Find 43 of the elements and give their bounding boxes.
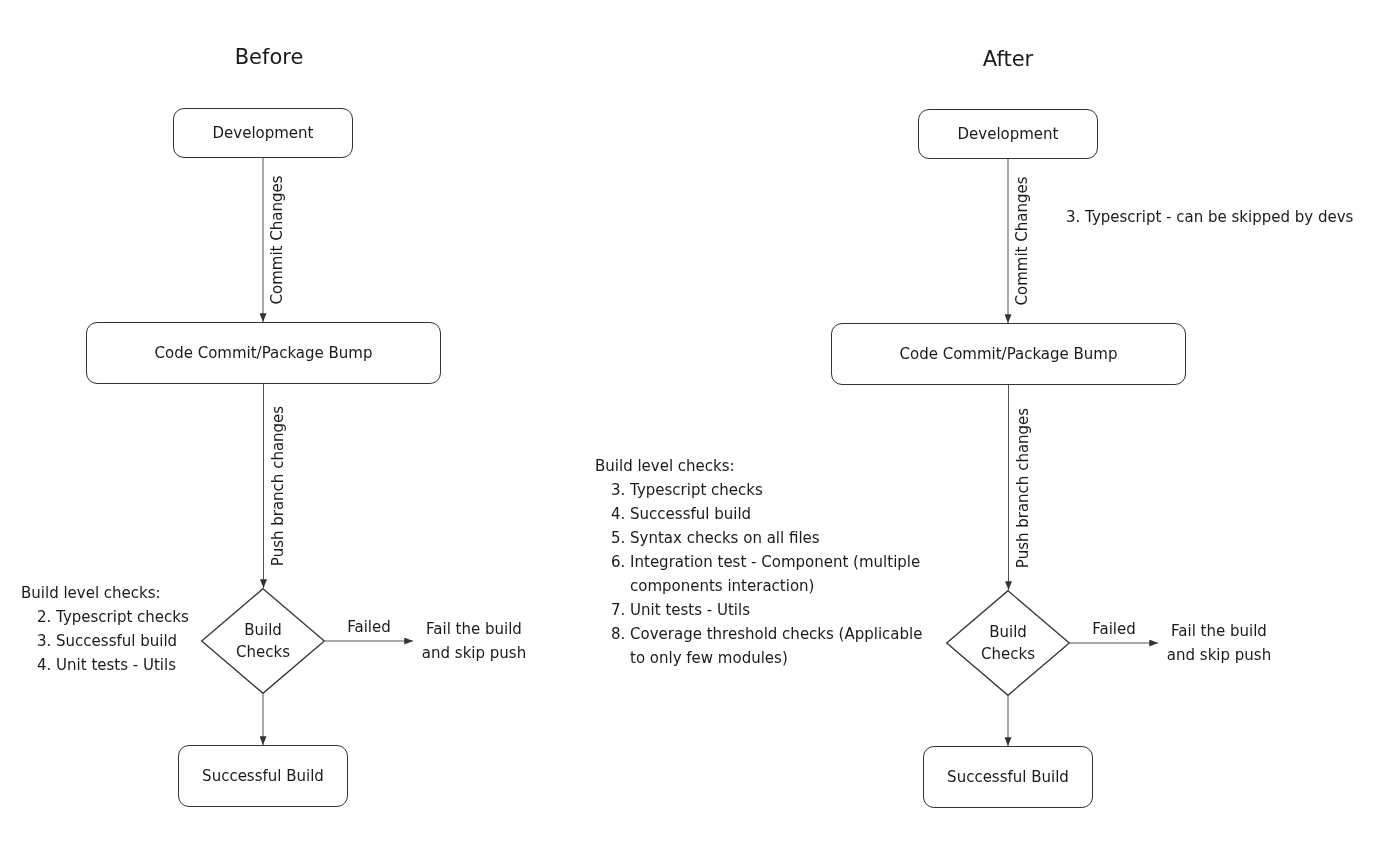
arrow	[324, 637, 414, 645]
edge-label: Commit Changes	[1013, 174, 1031, 308]
node-label: Code Commit/Package Bump	[899, 344, 1118, 365]
process-box	[86, 322, 441, 384]
list-item: 7. Unit tests - Utils	[611, 600, 750, 621]
node-label: Successful Build	[947, 767, 1069, 788]
list-item: 6. Integration test - Component (multiple components interaction)	[611, 552, 922, 597]
process-box	[173, 108, 353, 158]
list-heading: Build level checks:	[595, 456, 735, 477]
arrow	[1005, 384, 1012, 591]
list-item: 3. Typescript checks	[611, 480, 763, 501]
process-box	[178, 745, 348, 807]
list-item: 8. Coverage threshold checks (Applicable to only few modules)	[611, 624, 924, 669]
arrow	[1004, 158, 1012, 324]
process-box	[918, 109, 1098, 159]
node-label: Development	[212, 123, 314, 144]
arrow	[1004, 695, 1012, 747]
node-label: Code Commit/Package Bump	[154, 343, 373, 364]
edge-label: Push branch changes	[1013, 405, 1032, 570]
outcome-text: Fail the build and skip push	[413, 617, 535, 665]
arrow	[260, 383, 267, 589]
panel-title: After	[982, 46, 1034, 72]
arrow	[259, 693, 267, 746]
arrow	[259, 157, 267, 323]
list-item: 4. Successful build	[611, 504, 752, 525]
node-label: Successful Build	[202, 766, 324, 787]
list-item: 3. Typescript - can be skipped by devs	[1066, 207, 1354, 228]
panel-title: Before	[234, 44, 304, 70]
process-box	[831, 323, 1186, 385]
node-label: Build Checks	[980, 622, 1036, 665]
list-item: 3. Successful build	[37, 631, 178, 652]
arrow	[1069, 639, 1159, 647]
edge-label: Commit Changes	[268, 173, 286, 307]
decision-diamond	[201, 588, 325, 694]
list-item: 5. Syntax checks on all files	[611, 528, 820, 549]
process-box	[923, 746, 1093, 808]
list-item: 4. Unit tests - Utils	[37, 655, 176, 676]
list-heading: Build level checks:	[21, 583, 161, 604]
node-label: Development	[957, 124, 1059, 145]
outcome-text: Fail the build and skip push	[1158, 619, 1280, 667]
decision-diamond	[946, 590, 1070, 696]
list-item: 2. Typescript checks	[37, 607, 189, 628]
node-label: Build Checks	[235, 620, 291, 663]
